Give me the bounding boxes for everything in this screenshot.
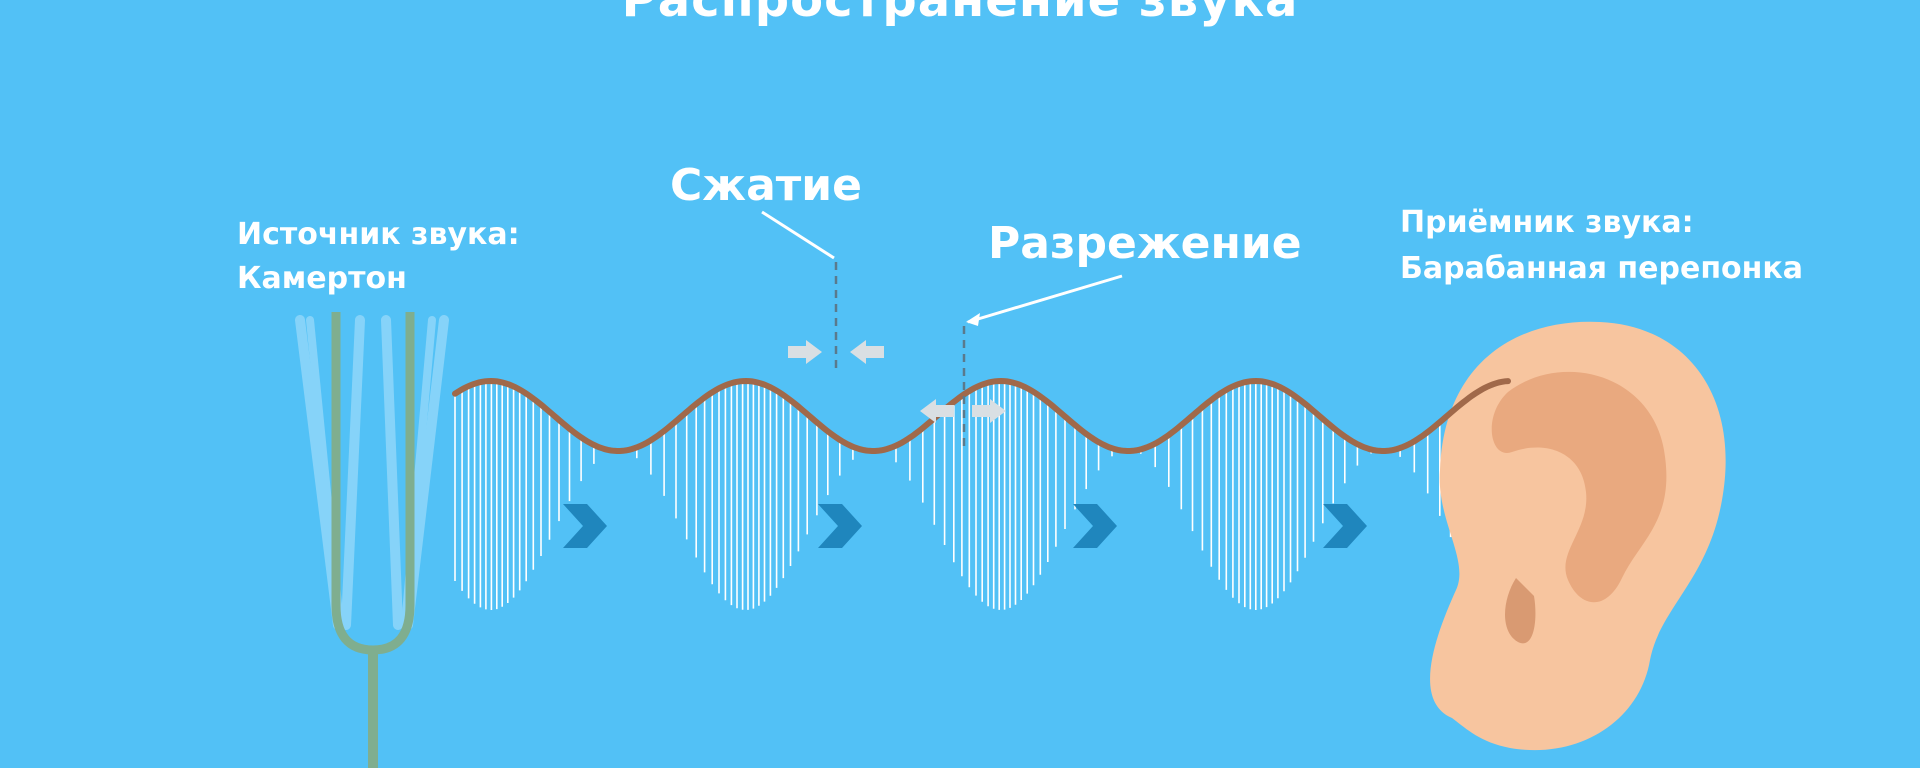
chevron-right-icon [1073, 504, 1117, 548]
arrow-right-icon [788, 340, 822, 364]
sound-receiver-label-line1: Приёмник звука: [1400, 200, 1803, 246]
sound-receiver-label: Приёмник звука: Барабанная перепонка [1400, 200, 1803, 292]
compression-label: Сжатие [670, 160, 862, 213]
ear-icon [1430, 322, 1726, 750]
arrow-left-icon [850, 340, 884, 364]
fork-vibration-ghosts [300, 320, 444, 625]
chevron-right-icon [1323, 504, 1367, 548]
rarefaction-pointer-head [966, 313, 980, 326]
page-title: Распространение звука [0, 0, 1920, 30]
compression-marker [762, 212, 884, 372]
sound-source-label-line2: Камертон [237, 257, 520, 301]
chevron-right-icon [818, 504, 862, 548]
sound-source-label: Источник звука: Камертон [237, 213, 520, 301]
sound-source-label-line1: Источник звука: [237, 213, 520, 257]
rarefaction-pointer [968, 276, 1122, 322]
compression-pointer [762, 212, 834, 258]
propagation-direction-arrows [563, 504, 1367, 548]
air-particle-lines [455, 381, 1571, 610]
chevron-right-icon [563, 504, 607, 548]
sound-receiver-label-line2: Барабанная перепонка [1400, 246, 1803, 292]
rarefaction-label: Разрежение [988, 218, 1302, 271]
arrow-right-icon [972, 399, 1006, 423]
tuning-fork-icon [300, 312, 444, 768]
